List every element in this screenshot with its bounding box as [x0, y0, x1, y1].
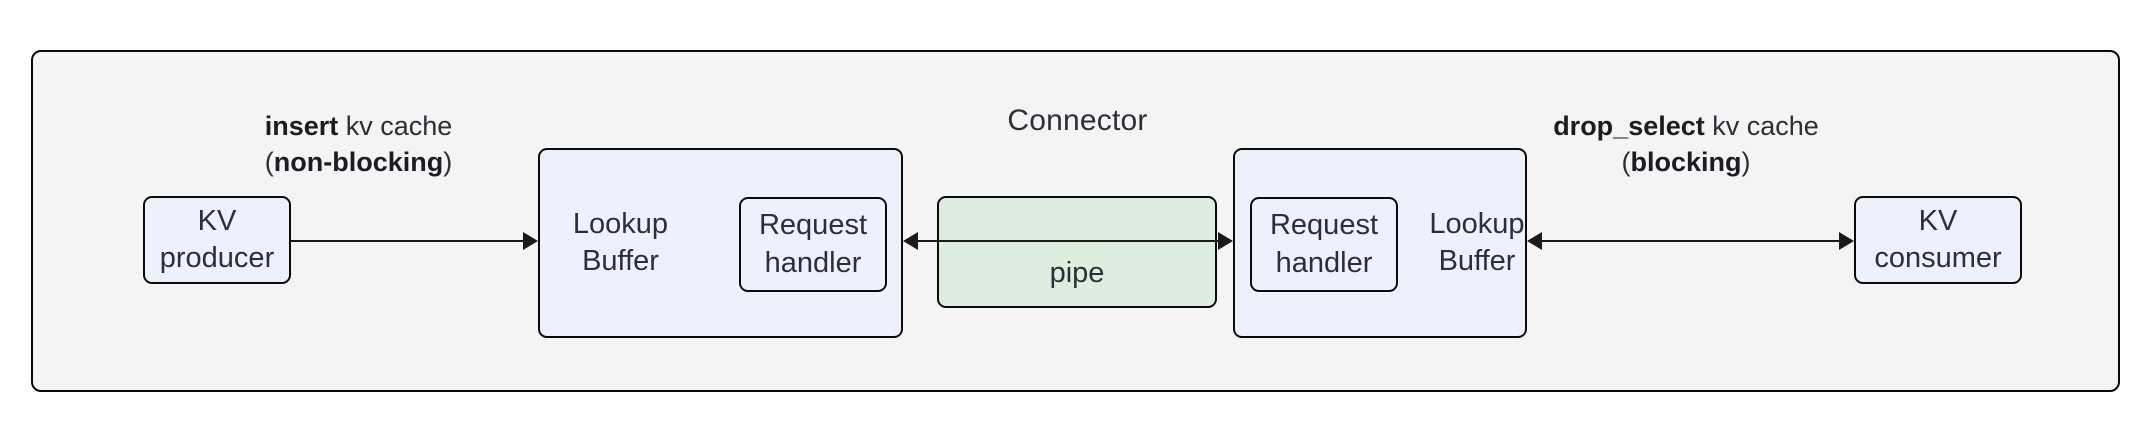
edge-pipe-line — [918, 240, 1218, 242]
paren-close: ) — [443, 147, 453, 178]
edge-label-drop-select-op: drop_select — [1553, 111, 1705, 141]
edge-label-insert: insert kv cache (non-blocking) — [186, 108, 531, 180]
node-kv-consumer[interactable]: KV consumer — [1854, 196, 2022, 284]
edge-label-drop-select-mode: blocking — [1630, 147, 1742, 178]
connector-title: Connector — [1007, 104, 1148, 137]
node-lookup-buffer-left-label: Lookup Buffer — [572, 207, 669, 277]
edge-label-drop-select-rest: kv cache — [1704, 111, 1819, 141]
arrow-right-icon — [1218, 232, 1233, 250]
edge-label-insert-line2: (non-blocking) — [186, 144, 531, 180]
node-request-handler-left[interactable]: Request handler — [739, 197, 887, 292]
edge-label-drop-select-line1: drop_select kv cache — [1498, 108, 1874, 144]
edge-label-insert-op: insert — [264, 111, 339, 141]
arrow-right-icon — [523, 232, 538, 250]
paren-open: ( — [264, 147, 274, 178]
node-kv-producer[interactable]: KV producer — [143, 196, 291, 284]
edge-label-insert-rest: kv cache — [338, 111, 453, 141]
node-lookup-buffer-right-label: Lookup Buffer — [1429, 207, 1525, 277]
edge-label-insert-mode: non-blocking — [273, 147, 444, 178]
node-pipe[interactable]: pipe — [937, 196, 1217, 308]
edge-drop-select-line — [1542, 240, 1840, 242]
paren-close: ) — [1741, 147, 1751, 178]
paren-open: ( — [1621, 147, 1631, 178]
node-request-handler-right[interactable]: Request handler — [1250, 197, 1398, 292]
edge-label-drop-select-line2: (blocking) — [1498, 144, 1874, 180]
edge-insert-line — [291, 240, 523, 242]
arrow-right-icon — [1839, 232, 1854, 250]
arrow-left-icon — [1527, 232, 1542, 250]
arrow-left-icon — [903, 232, 918, 250]
edge-label-insert-line1: insert kv cache — [186, 108, 531, 144]
edge-label-drop-select: drop_select kv cache (blocking) — [1498, 108, 1874, 180]
